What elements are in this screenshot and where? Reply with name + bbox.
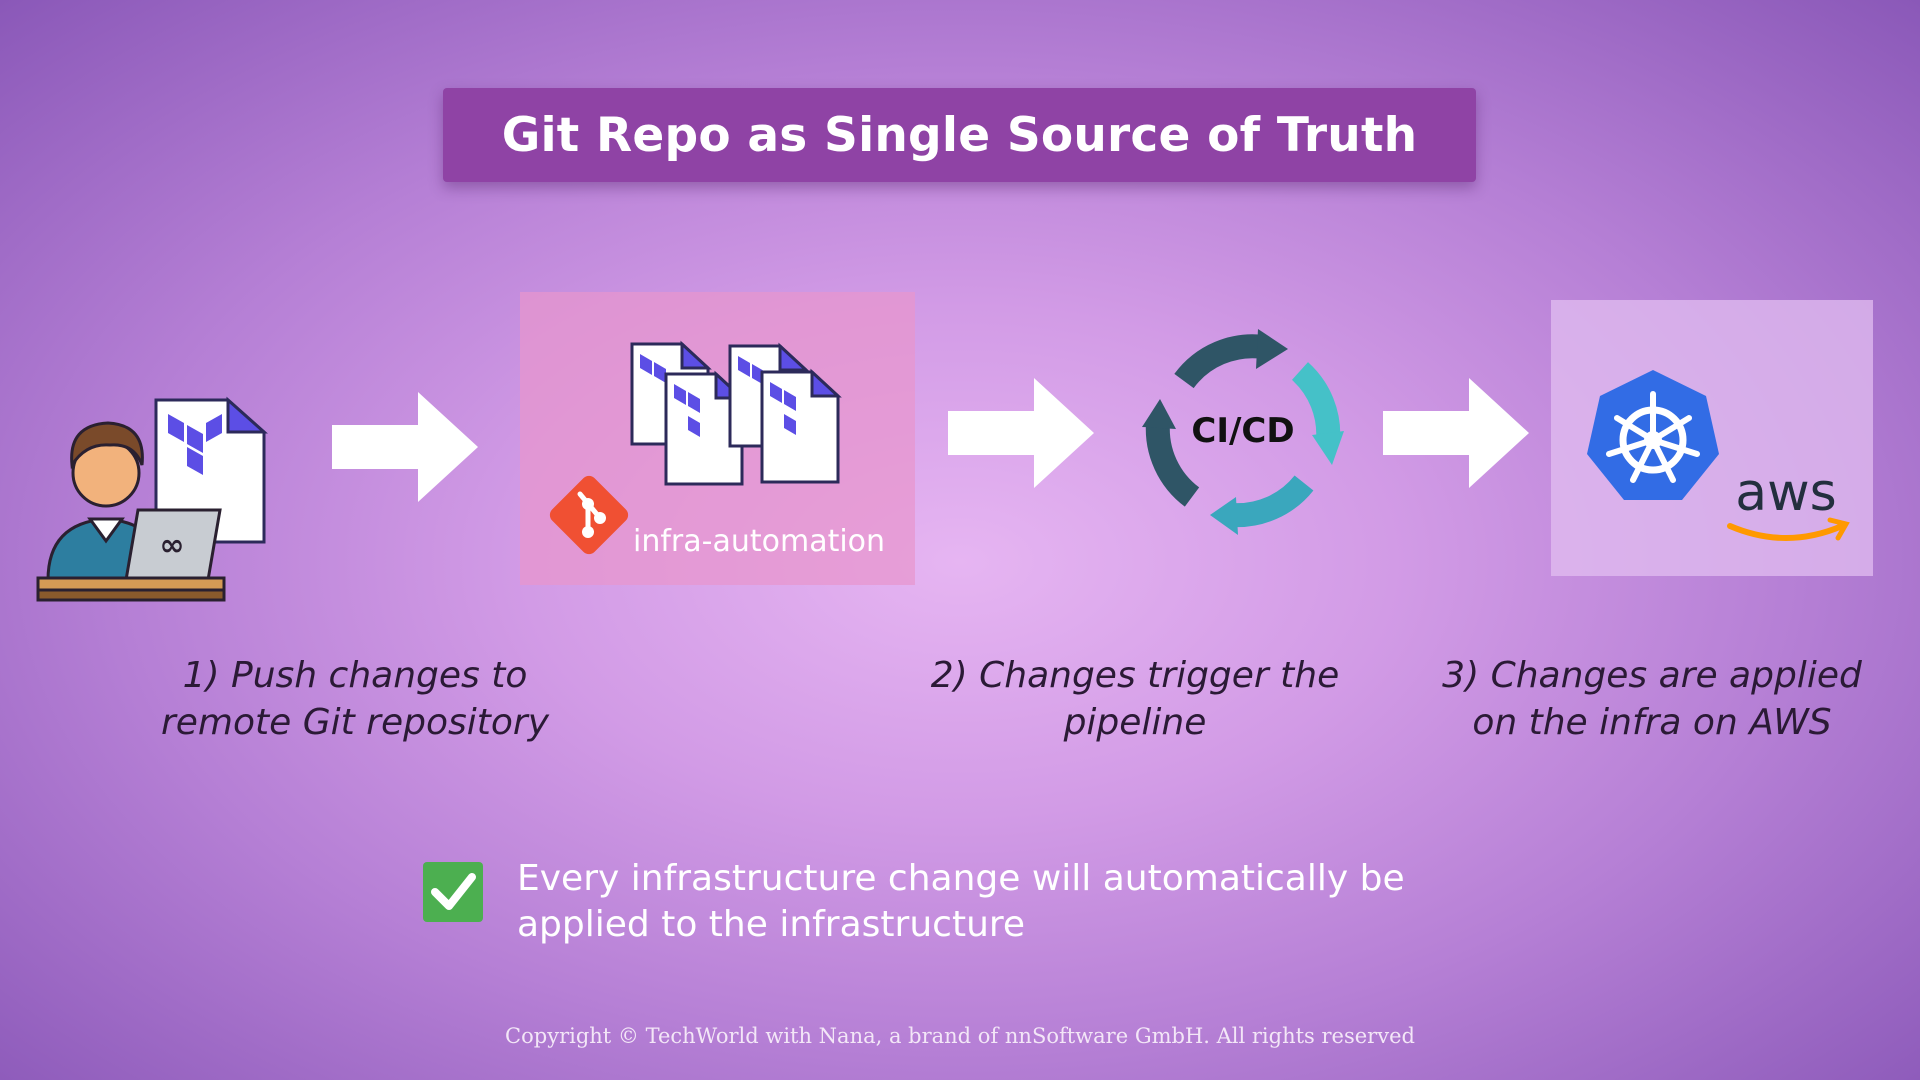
- arrow-right-icon: [332, 392, 478, 502]
- cicd-cycle-icon: CI/CD: [1142, 329, 1344, 535]
- terraform-file-icon: [760, 368, 842, 484]
- developer-icon: ∞: [36, 396, 268, 602]
- step-2-caption: 2) Changes trigger the pipeline: [930, 655, 1340, 743]
- step-1-caption: 1) Push changes to remote Git repository: [160, 655, 550, 743]
- step-3-caption: 3) Changes are applied on the infra on A…: [1442, 655, 1862, 743]
- kubernetes-icon: [1587, 370, 1719, 500]
- title-banner: Git Repo as Single Source of Truth: [443, 88, 1476, 182]
- summary-note: Every infrastructure change will automat…: [517, 858, 1405, 945]
- arrow-right-icon: [1383, 378, 1529, 488]
- arrow-right-icon: [948, 378, 1094, 488]
- repo-name-label: infra-automation: [633, 524, 886, 559]
- git-icon: [549, 475, 629, 555]
- cicd-label: CI/CD: [1191, 411, 1294, 451]
- checkmark-icon: [423, 862, 483, 922]
- terraform-files-group: [630, 340, 842, 486]
- page-title: Git Repo as Single Source of Truth: [501, 107, 1418, 163]
- copyright-footer: Copyright © TechWorld with Nana, a brand…: [505, 1024, 1415, 1048]
- aws-label: aws: [1735, 463, 1837, 523]
- terraform-file-icon: [154, 396, 268, 544]
- svg-text:∞: ∞: [160, 528, 185, 563]
- aws-logo-icon: aws: [1727, 463, 1850, 541]
